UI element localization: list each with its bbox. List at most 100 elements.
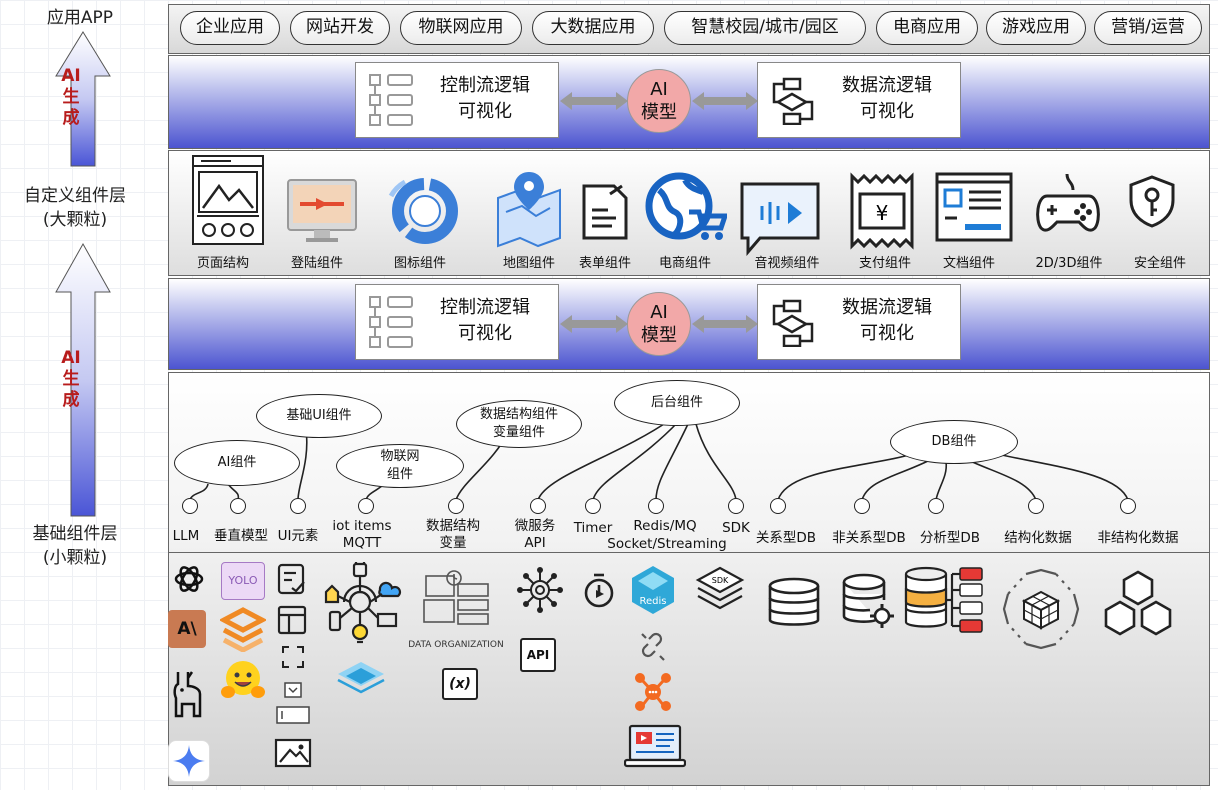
payment-receipt-icon: ¥ (850, 172, 914, 250)
comp-label-audio-video: 音视频组件 (754, 256, 820, 271)
label-analytic-db: 分析型DB (919, 530, 981, 546)
redis-logo-icon: Redis (632, 566, 674, 614)
text-input-icon (276, 706, 310, 724)
map-icon (497, 172, 561, 248)
control-flow-icon (369, 74, 413, 126)
app-pill-ecommerce[interactable]: 电商应用 (876, 11, 978, 45)
microservice-hub-icon (517, 567, 563, 613)
bubble-iot: 物联网组件 (336, 444, 464, 488)
control-flow-icon (369, 296, 413, 348)
comp-label-ecommerce: 电商组件 (658, 256, 711, 271)
node-timer (585, 498, 601, 514)
node-vertical (230, 498, 246, 514)
variable-icon: (x) (442, 668, 478, 700)
yen-glyph: ¥ (876, 201, 889, 225)
bubble-backend: 后台组件 (614, 380, 740, 426)
app-pill-enterprise[interactable]: 企业应用 (180, 11, 280, 45)
nonrelational-db-gear-icon (842, 573, 894, 628)
api-chip-icon: API (520, 638, 556, 672)
layers-stack-icon (220, 607, 266, 652)
label-structured-data: 结构化数据 (1004, 530, 1072, 546)
app-pill-iot[interactable]: 物联网应用 (400, 11, 522, 45)
control-flow-box-top: 控制流逻辑可视化 (355, 62, 559, 138)
document-icon (935, 172, 1013, 242)
label-timer: Timer (573, 520, 613, 536)
gemini-logo-icon (168, 740, 210, 782)
comp-label-map: 地图组件 (502, 256, 555, 271)
ecommerce-globe-cart-icon (645, 172, 727, 240)
checklist-icon (277, 563, 305, 595)
node-iot (358, 498, 374, 514)
app-layer-label: 应用APP (46, 8, 114, 28)
data-flow-icon (772, 299, 814, 347)
node-micro (530, 498, 546, 514)
label-redis-mq: Redis/MQ (633, 518, 697, 534)
comp-label-security: 安全组件 (1133, 256, 1186, 271)
ai-gen-arrow-bottom (55, 242, 111, 517)
double-arrow-left-bottom (560, 315, 628, 333)
node-ui (290, 498, 306, 514)
gamepad-icon (1036, 173, 1100, 232)
expand-icon (282, 646, 304, 668)
label-ui-element: UI元素 (277, 528, 319, 544)
sdk-layers-icon: SDK (695, 566, 745, 610)
node-analytic-db (928, 498, 944, 514)
donut-chart-icon (388, 178, 458, 244)
bubble-data-structure: 数据结构组件变量组件 (456, 400, 582, 448)
label-nonrelational-db: 非关系型DB (832, 530, 906, 546)
custom-layer-label: 自定义组件层(大颗粒) (24, 186, 126, 230)
comp-label-document: 文档组件 (942, 256, 995, 271)
comp-label-form: 表单组件 (578, 256, 631, 271)
node-structured (1028, 498, 1044, 514)
app-pill-marketing[interactable]: 营销/运营 (1094, 11, 1202, 45)
comp-label-page-structure: 页面结构 (196, 256, 249, 271)
redis-text: Redis (640, 596, 667, 607)
iot-layers-icon (337, 662, 385, 694)
node-nonrel-db (854, 498, 870, 514)
sdk-text: SDK (712, 576, 729, 585)
data-flow-box-bottom: 数据流逻辑可视化 (757, 284, 961, 360)
openai-logo-icon (174, 566, 204, 592)
app-pill-game[interactable]: 游戏应用 (986, 11, 1086, 45)
app-pill-web[interactable]: 网站开发 (290, 11, 390, 45)
comp-label-chart: 图标组件 (393, 256, 446, 271)
label-unstructured-data: 非结构化数据 (1097, 530, 1179, 546)
dropdown-icon (284, 682, 302, 698)
relational-db-icon (768, 577, 820, 626)
comp-label-login: 登陆组件 (290, 256, 343, 271)
control-flow-box-bottom: 控制流逻辑可视化 (355, 284, 559, 360)
base-band-divider (168, 552, 1210, 553)
layout-icon (277, 605, 307, 635)
double-arrow-right-bottom (692, 315, 758, 333)
double-arrow-left-top (560, 92, 628, 110)
form-icon (582, 184, 628, 240)
login-icon (287, 179, 357, 242)
bubble-db: DB组件 (890, 420, 1018, 464)
kafka-icon (635, 673, 671, 711)
app-pill-bigdata[interactable]: 大数据应用 (532, 11, 654, 45)
label-data-var: 数据结构变量 (426, 518, 480, 551)
tree-connectors (189, 419, 1129, 501)
yolo-logo-icon: YOLO (221, 562, 265, 600)
streaming-screen-icon (624, 724, 686, 768)
anthropic-logo-icon: A\ (168, 610, 206, 648)
base-layer-label: 基础组件层(小颗粒) (32, 524, 118, 568)
data-flow-icon (772, 77, 814, 125)
label-relational-db: 关系型DB (755, 530, 817, 546)
data-organization-text: DATA ORGANIZATION (408, 640, 504, 650)
label-socket-streaming: Socket/Streaming (607, 536, 727, 552)
label-vertical-model: 垂直模型 (214, 528, 268, 544)
structured-data-cube-icon (1002, 568, 1080, 650)
label-llm: LLM (172, 528, 200, 544)
app-pill-smart-campus[interactable]: 智慧校园/城市/园区 (664, 11, 866, 45)
image-icon (274, 738, 312, 768)
iot-network-icon (324, 562, 402, 644)
security-shield-key-icon (1129, 175, 1175, 228)
llama-icon (173, 671, 202, 718)
label-sdk: SDK (722, 520, 750, 536)
